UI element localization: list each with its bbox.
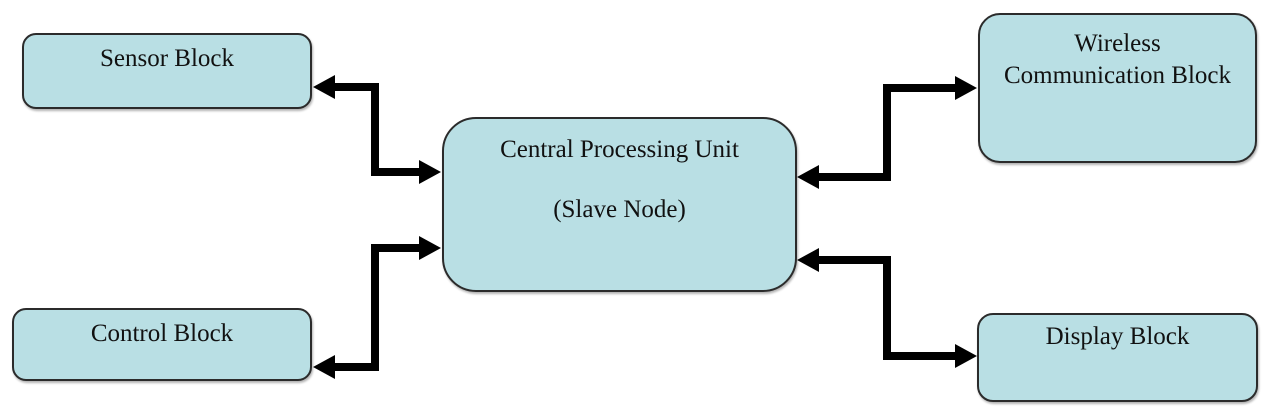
- arrow-segment: [371, 83, 379, 176]
- node-label-line2: Communication Block: [1003, 62, 1232, 89]
- arrowhead-left-icon: [797, 165, 819, 189]
- arrow-segment: [332, 363, 379, 371]
- node-title: Central Processing Unit: [500, 136, 739, 163]
- node-label: Sensor Block: [99, 45, 235, 72]
- node-control-block: Control Block: [12, 308, 312, 381]
- arrow-segment: [883, 84, 891, 181]
- arrow-segment: [371, 244, 379, 371]
- arrow-segment: [883, 352, 957, 360]
- arrow-segment: [332, 83, 379, 91]
- node-label: Control Block: [90, 320, 234, 347]
- arrowhead-left-icon: [313, 75, 335, 99]
- arrow-segment: [883, 84, 957, 92]
- arrow-segment: [371, 244, 421, 252]
- arrow-segment: [883, 256, 891, 360]
- node-label-line1: Wireless: [1074, 30, 1161, 57]
- arrowhead-right-icon: [955, 76, 977, 100]
- arrowhead-right-icon: [419, 160, 441, 184]
- arrow-segment: [371, 168, 421, 176]
- node-central-processing-unit: Central Processing Unit (Slave Node): [442, 117, 797, 292]
- node-wireless-communication-block: Wireless Communication Block: [978, 13, 1257, 163]
- arrowhead-right-icon: [955, 344, 977, 368]
- arrowhead-left-icon: [797, 248, 819, 272]
- arrowhead-left-icon: [313, 355, 335, 379]
- node-display-block: Display Block: [977, 313, 1258, 402]
- arrow-segment: [817, 256, 891, 264]
- arrowhead-right-icon: [419, 236, 441, 260]
- node-sensor-block: Sensor Block: [22, 33, 312, 109]
- node-label: Display Block: [1045, 323, 1190, 350]
- node-subtitle: (Slave Node): [553, 196, 686, 223]
- arrow-segment: [817, 173, 891, 181]
